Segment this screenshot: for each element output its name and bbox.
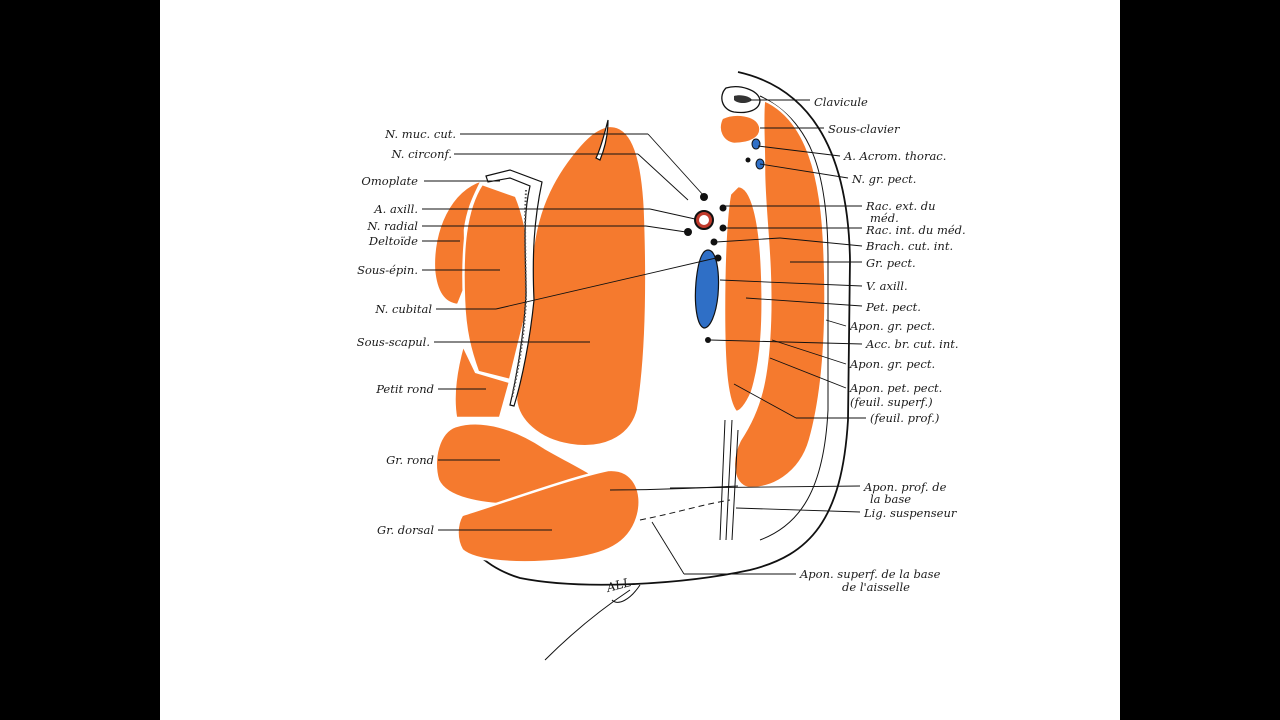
muscle-teres-minor xyxy=(453,341,512,420)
suspensory-ligament xyxy=(719,419,739,541)
nerve-medial-cutaneous xyxy=(710,238,718,246)
label-artere-acromio-thoracique: A. Acrom. thorac. xyxy=(843,149,946,163)
artery-lumen xyxy=(699,215,709,225)
label-sous-scapulaire: Sous-scapul. xyxy=(357,335,430,349)
label-nerf-grand-pectoral: N. gr. pect. xyxy=(851,172,916,186)
superficial-fascia-base xyxy=(639,499,731,521)
label-veine-axillaire: V. axill. xyxy=(866,279,908,293)
deep-fascia-base xyxy=(609,485,739,491)
label-racine-externe-median: Rac. ext. du xyxy=(865,199,936,213)
label-sous-epineux: Sous-épin. xyxy=(357,263,418,277)
label-aponevrose-grand-pectoral-2: Apon. gr. pect. xyxy=(849,357,935,371)
label-racine-externe-median-2: méd. xyxy=(870,211,899,225)
label-accessoire-brachial-cutane: Acc. br. cut. int. xyxy=(865,337,959,351)
signature-stroke xyxy=(544,584,641,661)
label-aponevrose-profonde-base: Apon. prof. de xyxy=(863,480,947,494)
muscle-subscapularis xyxy=(514,124,648,448)
label-aponevrose-superficielle-base-2: de l'aisselle xyxy=(842,580,910,594)
axilla-cross-section-diagram: N. muc. cut. N. circonf. Omoplate A. axi… xyxy=(357,71,966,661)
leaders-right xyxy=(651,99,866,575)
label-aponevrose-petit-pectoral: Apon. pet. pect. xyxy=(849,381,942,395)
label-deltoide: Deltoïde xyxy=(368,234,418,248)
label-nerf-cubital: N. cubital xyxy=(374,302,432,316)
label-omoplate: Omoplate xyxy=(361,174,418,188)
label-clavicule: Clavicule xyxy=(814,95,868,109)
axillary-vein xyxy=(694,249,720,329)
nerve-musculocutaneous xyxy=(700,193,708,201)
diagram-page: N. muc. cut. N. circonf. Omoplate A. axi… xyxy=(160,0,1120,720)
label-grand-dorsal: Gr. dorsal xyxy=(377,523,434,537)
label-nerf-circonflexe: N. circonf. xyxy=(390,147,452,161)
nerve-accessory-cutaneous xyxy=(705,337,711,343)
label-sous-clavier: Sous-clavier xyxy=(828,122,901,136)
nerve-ulnar xyxy=(714,254,722,262)
label-ligament-suspenseur: Lig. suspenseur xyxy=(863,506,958,520)
muscle-latissimus-dorsi xyxy=(456,468,641,564)
leaders-left xyxy=(422,133,717,531)
label-brachial-cutane-interne: Brach. cut. int. xyxy=(865,239,953,253)
label-feuillet-superficiel: (feuil. superf.) xyxy=(850,395,933,409)
acromiothoracic-artery xyxy=(751,138,761,150)
artist-signature: ALL xyxy=(604,575,632,595)
label-nerf-radial: N. radial xyxy=(366,219,418,233)
scapula-marrow xyxy=(511,189,528,399)
label-grand-rond: Gr. rond xyxy=(386,453,434,467)
label-racine-interne-median: Rac. int. du méd. xyxy=(865,223,966,237)
label-aponevrose-grand-pectoral: Apon. gr. pect. xyxy=(849,319,935,333)
label-aponevrose-superficielle-base: Apon. superf. de la base xyxy=(799,567,941,581)
label-feuillet-profond: (feuil. prof.) xyxy=(870,411,939,425)
label-aponevrose-profonde-base-2: la base xyxy=(870,492,911,506)
label-artere-axillaire: A. axill. xyxy=(373,202,418,216)
skin-contour xyxy=(459,71,851,586)
label-grand-pectoral: Gr. pect. xyxy=(866,256,916,270)
nerve-pectoral xyxy=(745,157,751,163)
muscle-pectoralis-minor xyxy=(722,184,764,414)
label-petit-pectoral: Pet. pect. xyxy=(865,300,921,314)
clavicle-marrow xyxy=(734,95,752,103)
nerve-radial xyxy=(684,228,692,236)
label-petit-rond: Petit rond xyxy=(375,382,434,396)
label-nerf-musculo-cutane: N. muc. cut. xyxy=(384,127,456,141)
inner-skin-line xyxy=(759,95,829,541)
nerve-median-medial-root xyxy=(719,224,727,232)
nerve-median-lateral-root xyxy=(719,204,727,212)
